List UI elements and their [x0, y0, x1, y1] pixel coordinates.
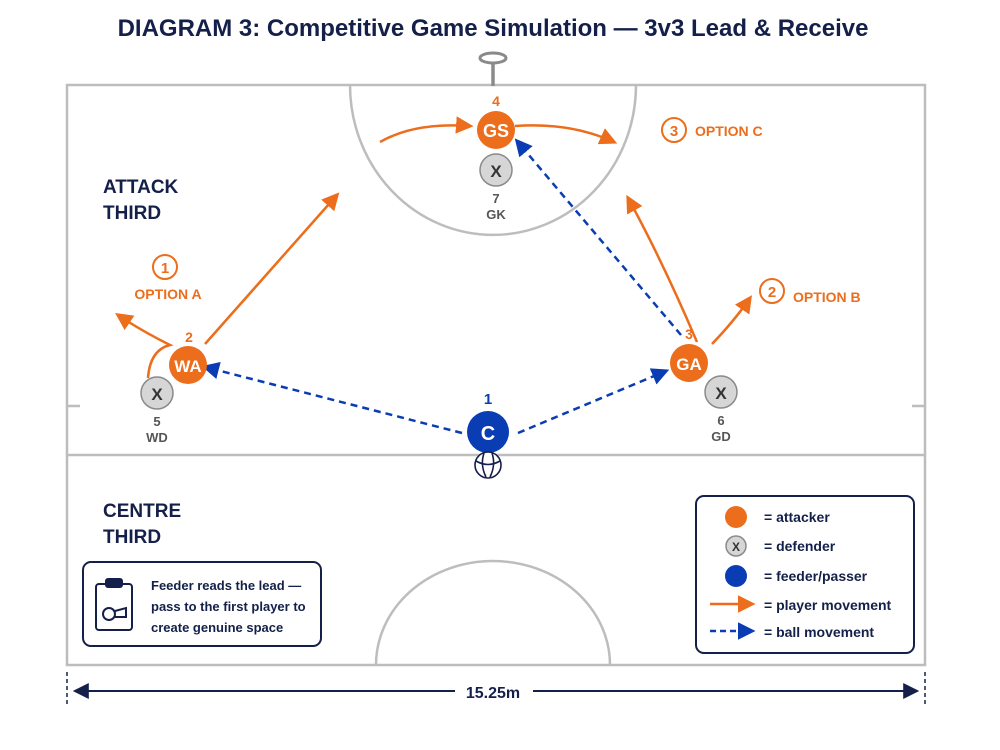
c-label: C — [481, 423, 495, 445]
wa-token — [169, 346, 207, 384]
legend-attacker-swatch — [725, 506, 747, 528]
pass-to-gs-arrow — [514, 138, 682, 336]
option-c: 3 OPTION C — [661, 117, 763, 143]
dimension-label: 15.25m — [466, 685, 520, 702]
option-b-badge — [759, 278, 785, 304]
ga-number: 3 — [685, 326, 693, 342]
legend-ball-movement-label: = ball movement — [764, 624, 874, 640]
goal-circle — [348, 84, 638, 237]
option-a: 1 OPTION A — [134, 254, 202, 302]
wa-label: WA — [174, 357, 201, 376]
option-b-label: OPTION B — [793, 289, 861, 305]
coach-note-box — [82, 561, 322, 647]
legend: = attacker X = defender = feeder/passer … — [695, 495, 915, 654]
option-b-number: 2 — [768, 284, 776, 301]
gk-token — [479, 153, 513, 187]
wd-label: WD — [146, 430, 168, 445]
gs-lead-out-arrow — [514, 124, 618, 145]
coach-note-text: Feeder reads the lead — pass to the firs… — [151, 578, 309, 635]
gs-label: GS — [483, 121, 509, 141]
gk-number: 7 — [492, 191, 499, 206]
pass-to-wa-arrow — [201, 362, 463, 435]
option-b: 2 OPTION B — [759, 278, 861, 305]
gk-label: GK — [486, 207, 506, 222]
wd-number: 5 — [153, 414, 160, 429]
c-number: 1 — [484, 391, 492, 408]
centre-circle-arc — [374, 559, 612, 666]
option-a-badge — [152, 254, 178, 280]
gs-token — [477, 111, 515, 149]
legend-defender-mark: X — [732, 540, 740, 554]
ga-token — [670, 344, 708, 382]
gd-number: 6 — [717, 413, 724, 428]
gd-mark: X — [715, 384, 727, 403]
clipboard-whistle-icon — [95, 578, 133, 631]
player-movement-paths — [115, 116, 752, 379]
ga-option-b-arrow — [711, 295, 752, 345]
gs-lead-in-arrow — [379, 116, 474, 144]
coach-note: Feeder reads the lead — pass to the firs… — [82, 561, 322, 647]
player-wa: 2 WA — [169, 329, 207, 384]
width-dimension: 15.25m — [66, 672, 926, 705]
legend-player-movement-label: = player movement — [764, 597, 892, 613]
legend-feeder-swatch — [725, 565, 747, 587]
legend-defender-label: = defender — [764, 538, 836, 554]
option-c-badge — [661, 117, 687, 143]
wa-option-a-arrow — [115, 313, 174, 379]
court-boundary — [65, 83, 927, 667]
legend-box — [695, 495, 915, 654]
netball-icon — [474, 451, 502, 479]
goal-post-icon — [478, 51, 508, 86]
centre-third-label: CENTRE THIRD — [103, 501, 186, 548]
attack-third-label: ATTACK THIRD — [103, 177, 184, 224]
gk-mark: X — [490, 162, 502, 181]
player-c: 1 C — [467, 391, 509, 453]
wd-mark: X — [151, 385, 163, 404]
player-ga: 3 GA — [670, 326, 708, 382]
gd-token — [704, 375, 738, 409]
legend-feeder-label: = feeder/passer — [764, 568, 868, 584]
option-a-number: 1 — [161, 260, 169, 277]
gd-label: GD — [711, 429, 731, 444]
player-gs: 4 GS — [477, 93, 515, 149]
option-a-label: OPTION A — [134, 286, 201, 302]
pass-to-ga-arrow — [517, 368, 670, 435]
option-c-label: OPTION C — [695, 123, 763, 139]
wd-token — [140, 376, 174, 410]
wa-drive-arrow — [204, 192, 340, 345]
diagram-title: DIAGRAM 3: Competitive Game Simulation —… — [118, 15, 869, 42]
option-c-number: 3 — [670, 123, 678, 140]
defender-gd: X 6 GD — [704, 375, 738, 444]
ga-label: GA — [676, 355, 702, 374]
legend-attacker-label: = attacker — [764, 509, 830, 525]
legend-defender-swatch — [725, 535, 747, 557]
ball-movement-paths — [201, 138, 682, 435]
ga-drive-arrow — [626, 194, 699, 343]
gs-number: 4 — [492, 93, 500, 109]
defender-wd: X 5 WD — [140, 376, 174, 445]
c-token — [467, 411, 509, 453]
wa-number: 2 — [185, 329, 193, 345]
defender-gk: X 7 GK — [479, 153, 513, 222]
